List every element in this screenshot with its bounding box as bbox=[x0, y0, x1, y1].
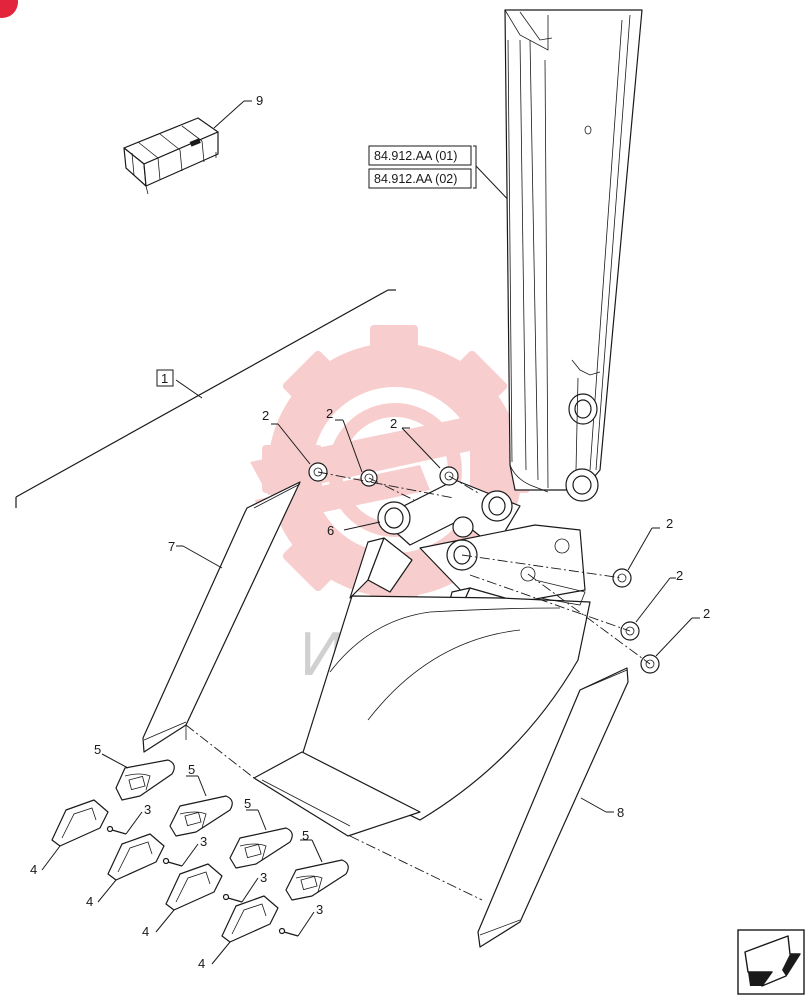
callout-7: 7 bbox=[168, 539, 175, 554]
callout-5-d: 5 bbox=[302, 828, 309, 843]
tooth-adapter-3 bbox=[229, 827, 293, 869]
side-cutter-right bbox=[477, 667, 629, 948]
reference-box-2[interactable]: 84.912.AA (02) bbox=[368, 168, 472, 189]
corner-badge bbox=[0, 0, 18, 18]
callout-1-box bbox=[156, 369, 174, 387]
tooth-adapter-4 bbox=[285, 859, 349, 901]
callout-5-a: 5 bbox=[94, 742, 101, 757]
callout-3-b: 3 bbox=[200, 834, 207, 849]
callout-5-c: 5 bbox=[244, 796, 251, 811]
tooth-adapter-1 bbox=[115, 759, 175, 801]
crate-illustration bbox=[123, 117, 219, 195]
callout-4-b: 4 bbox=[86, 894, 93, 909]
callout-4-a: 4 bbox=[30, 862, 37, 877]
boom-arm bbox=[504, 9, 643, 502]
retaining-pin-3 bbox=[222, 893, 243, 903]
callout-8: 8 bbox=[617, 805, 624, 820]
callout-4-d: 4 bbox=[198, 956, 205, 971]
bucket bbox=[253, 479, 591, 837]
retaining-pin-2 bbox=[162, 857, 183, 867]
bucket-tooth-2 bbox=[107, 833, 165, 881]
callout-2-f: 2 bbox=[703, 606, 710, 621]
retaining-pin-4 bbox=[278, 927, 299, 937]
callout-2-c: 2 bbox=[390, 416, 397, 431]
bucket-tooth-1 bbox=[51, 799, 109, 847]
callout-2-d: 2 bbox=[666, 516, 673, 531]
callout-2-a: 2 bbox=[262, 408, 269, 423]
side-cutter-left bbox=[142, 481, 301, 753]
tooth-adapter-2 bbox=[169, 795, 233, 837]
bushing-right-1 bbox=[612, 568, 632, 588]
reference-label-2: 84.912.AA (02) bbox=[374, 172, 457, 186]
reference-box-1[interactable]: 84.912.AA (01) bbox=[368, 145, 472, 166]
reference-label-1: 84.912.AA (01) bbox=[374, 149, 457, 163]
bucket-tooth-3 bbox=[165, 863, 223, 911]
callout-2-b: 2 bbox=[326, 406, 333, 421]
callout-2-e: 2 bbox=[676, 568, 683, 583]
callout-5-b: 5 bbox=[188, 762, 195, 777]
bucket-tooth-4 bbox=[221, 895, 279, 943]
callout-9: 9 bbox=[256, 93, 263, 108]
callout-6: 6 bbox=[327, 523, 334, 538]
callout-3-a: 3 bbox=[144, 802, 151, 817]
callout-4-c: 4 bbox=[142, 924, 149, 939]
callout-1: 1 bbox=[161, 371, 168, 386]
callout-3-d: 3 bbox=[316, 902, 323, 917]
retaining-pin-1 bbox=[106, 825, 127, 835]
next-page-arrow-icon[interactable] bbox=[737, 929, 805, 995]
callout-3-c: 3 bbox=[260, 870, 267, 885]
